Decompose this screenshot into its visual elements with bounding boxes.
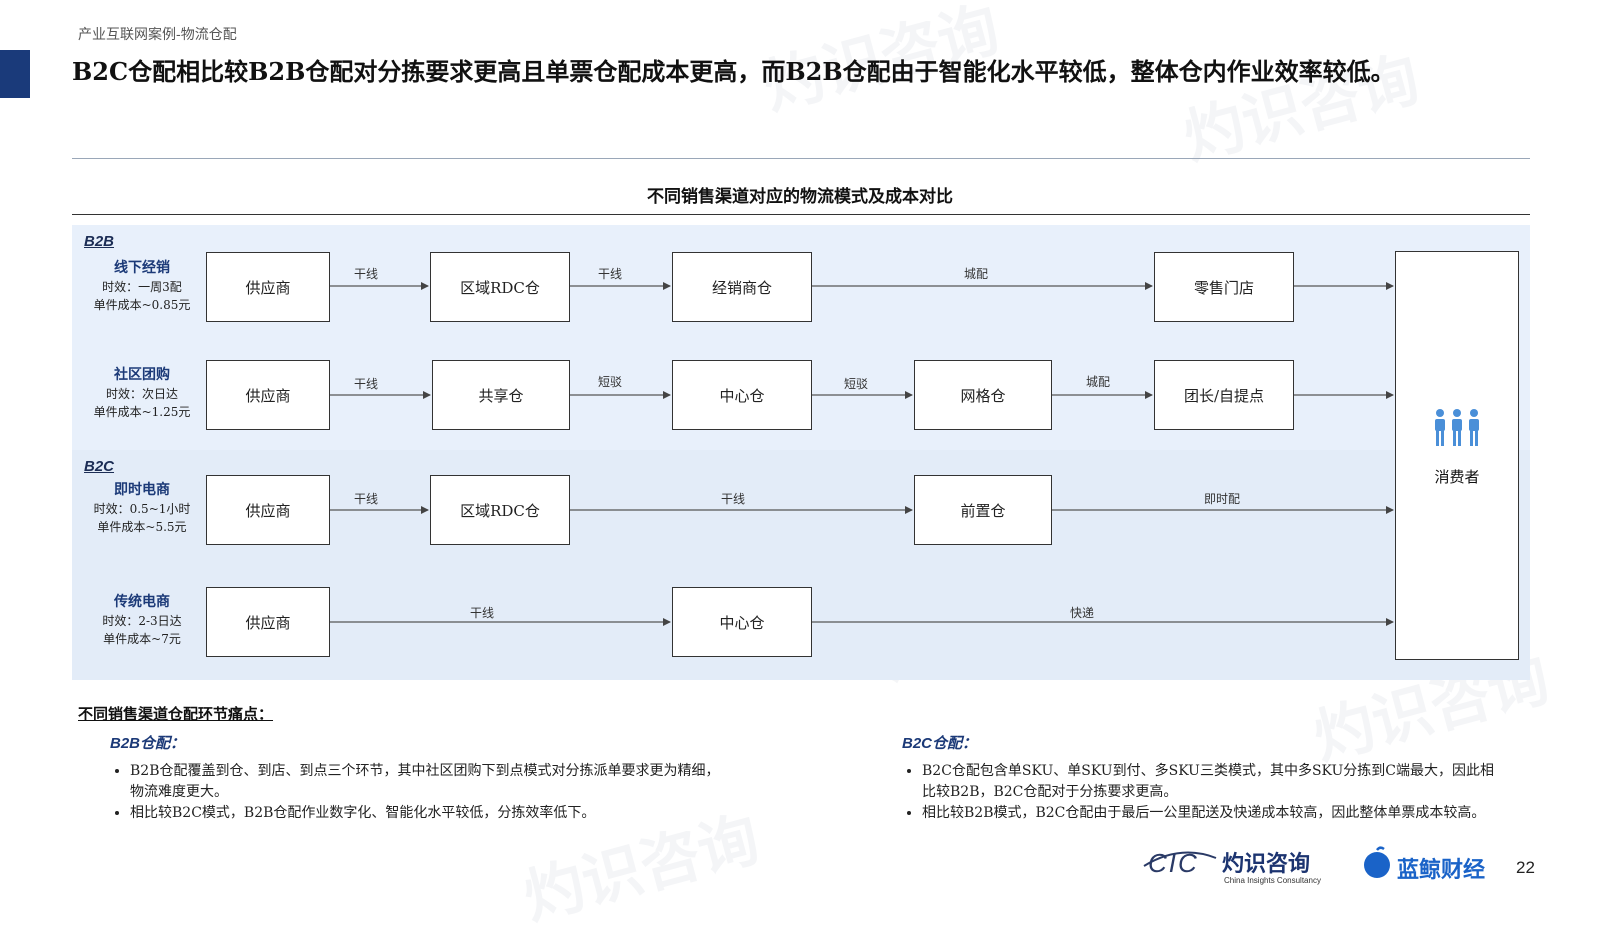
edge-label: 干线 <box>353 267 379 281</box>
breadcrumb: 产业互联网案例-物流仓配 <box>78 27 237 43</box>
list-item: B2B仓配覆盖到仓、到店、到点三个环节，其中社区团购下到点模式对分拣派单要求更为… <box>130 761 730 803</box>
brand-name: 灼识咨询 <box>1222 851 1311 877</box>
channel-timing: 时效：0.5~1小时 <box>93 502 191 516</box>
whale-logo-icon <box>1364 846 1390 878</box>
node-supplier: 供应商 <box>206 252 330 322</box>
edge-label: 干线 <box>469 606 495 620</box>
b2c-pain-points: B2C仓配： B2C仓配包含单SKU、单SKU到付、多SKU三类模式，其中多SK… <box>902 732 1502 824</box>
list-item: 相比较B2B模式，B2C仓配由于最后一公里配送及快递成本较高，因此整体单票成本较… <box>922 803 1502 824</box>
channel-timing: 时效：2-3日达 <box>102 614 182 628</box>
channel-name: 线下经销 <box>114 260 170 276</box>
pain-points-title: 不同销售渠道仓配环节痛点： <box>78 705 274 723</box>
section-tag-b2c: B2C <box>84 458 115 475</box>
node-supplier: 供应商 <box>206 475 330 545</box>
divider <box>72 158 1530 159</box>
divider <box>72 214 1530 215</box>
cic-logo-swoosh <box>1143 851 1217 867</box>
edge-label: 即时配 <box>1203 492 1241 506</box>
partner-logo: 蓝鲸财经 <box>1397 857 1486 882</box>
edge-label: 快递 <box>1069 606 1095 620</box>
b2b-pain-heading: B2B仓配： <box>110 735 186 752</box>
channel-traditional-ecommerce: 传统电商 时效：2-3日达 单件成本~7元 <box>77 592 207 648</box>
channel-name: 即时电商 <box>114 482 170 498</box>
channel-name: 社区团购 <box>114 367 170 383</box>
flow-arrows <box>330 282 1394 626</box>
edge-label: 干线 <box>353 492 379 506</box>
b2b-pain-list: B2B仓配覆盖到仓、到店、到点三个环节，其中社区团购下到点模式对分拣派单要求更为… <box>110 761 730 824</box>
channel-name: 传统电商 <box>114 594 170 610</box>
consumer-label: 消费者 <box>1434 468 1480 486</box>
section-tag-b2b: B2B <box>84 233 115 250</box>
brand-subtitle: China Insights Consultancy <box>1224 876 1321 885</box>
page-number: 22 <box>1516 858 1535 877</box>
b2c-pain-heading: B2C仓配： <box>902 735 978 752</box>
channel-cost: 单件成本~0.85元 <box>93 298 191 312</box>
edge-label: 短驳 <box>843 377 869 391</box>
node-central-warehouse: 中心仓 <box>672 587 812 657</box>
list-item: 相比较B2C模式，B2B仓配作业数字化、智能化水平较低，分拣效率低下。 <box>130 803 730 824</box>
node-front-warehouse: 前置仓 <box>914 475 1052 545</box>
node-regional-rdc-warehouse: 区域RDC仓 <box>430 252 570 322</box>
edge-label: 干线 <box>353 377 379 391</box>
node-grid-warehouse: 网格仓 <box>914 360 1052 430</box>
accent-bar <box>0 50 30 98</box>
people-icon <box>1435 409 1479 446</box>
channel-community-group-buying: 社区团购 时效：次日达 单件成本~1.25元 <box>77 365 207 421</box>
node-group-leader-pickup-point: 团长/自提点 <box>1154 360 1294 430</box>
node-shared-warehouse: 共享仓 <box>432 360 570 430</box>
diagram-title: 不同销售渠道对应的物流模式及成本对比 <box>647 187 953 207</box>
b2b-pain-points: B2B仓配： B2B仓配覆盖到仓、到店、到点三个环节，其中社区团购下到点模式对分… <box>110 732 730 824</box>
page-title: B2C仓配相比较B2B仓配对分拣要求更高且单票仓配成本更高，而B2B仓配由于智能… <box>72 57 1395 86</box>
channel-offline-distribution: 线下经销 时效：一周3配 单件成本~0.85元 <box>77 258 207 314</box>
channel-timing: 时效：一周3配 <box>102 280 182 294</box>
channel-cost: 单件成本~7元 <box>103 632 181 646</box>
node-supplier: 供应商 <box>206 587 330 657</box>
edge-label: 城配 <box>1085 375 1111 389</box>
node-consumer <box>1395 251 1519 660</box>
channel-cost: 单件成本~1.25元 <box>93 405 191 419</box>
list-item: B2C仓配包含单SKU、单SKU到付、多SKU三类模式，其中多SKU分拣到C端最… <box>922 761 1502 803</box>
edge-label: 干线 <box>720 492 746 506</box>
channel-instant-ecommerce: 即时电商 时效：0.5~1小时 单件成本~5.5元 <box>77 480 207 536</box>
channel-timing: 时效：次日达 <box>105 387 178 401</box>
edge-label: 短驳 <box>597 375 623 389</box>
edge-label: 干线 <box>597 267 623 281</box>
node-regional-rdc-warehouse: 区域RDC仓 <box>430 475 570 545</box>
node-central-warehouse: 中心仓 <box>672 360 812 430</box>
node-retail-store: 零售门店 <box>1154 252 1294 322</box>
edge-label: 城配 <box>963 267 989 281</box>
b2c-pain-list: B2C仓配包含单SKU、单SKU到付、多SKU三类模式，其中多SKU分拣到C端最… <box>902 761 1502 824</box>
node-supplier: 供应商 <box>206 360 330 430</box>
channel-cost: 单件成本~5.5元 <box>97 520 187 534</box>
cic-logo: CIC <box>1148 848 1199 878</box>
node-distributor-warehouse: 经销商仓 <box>672 252 812 322</box>
